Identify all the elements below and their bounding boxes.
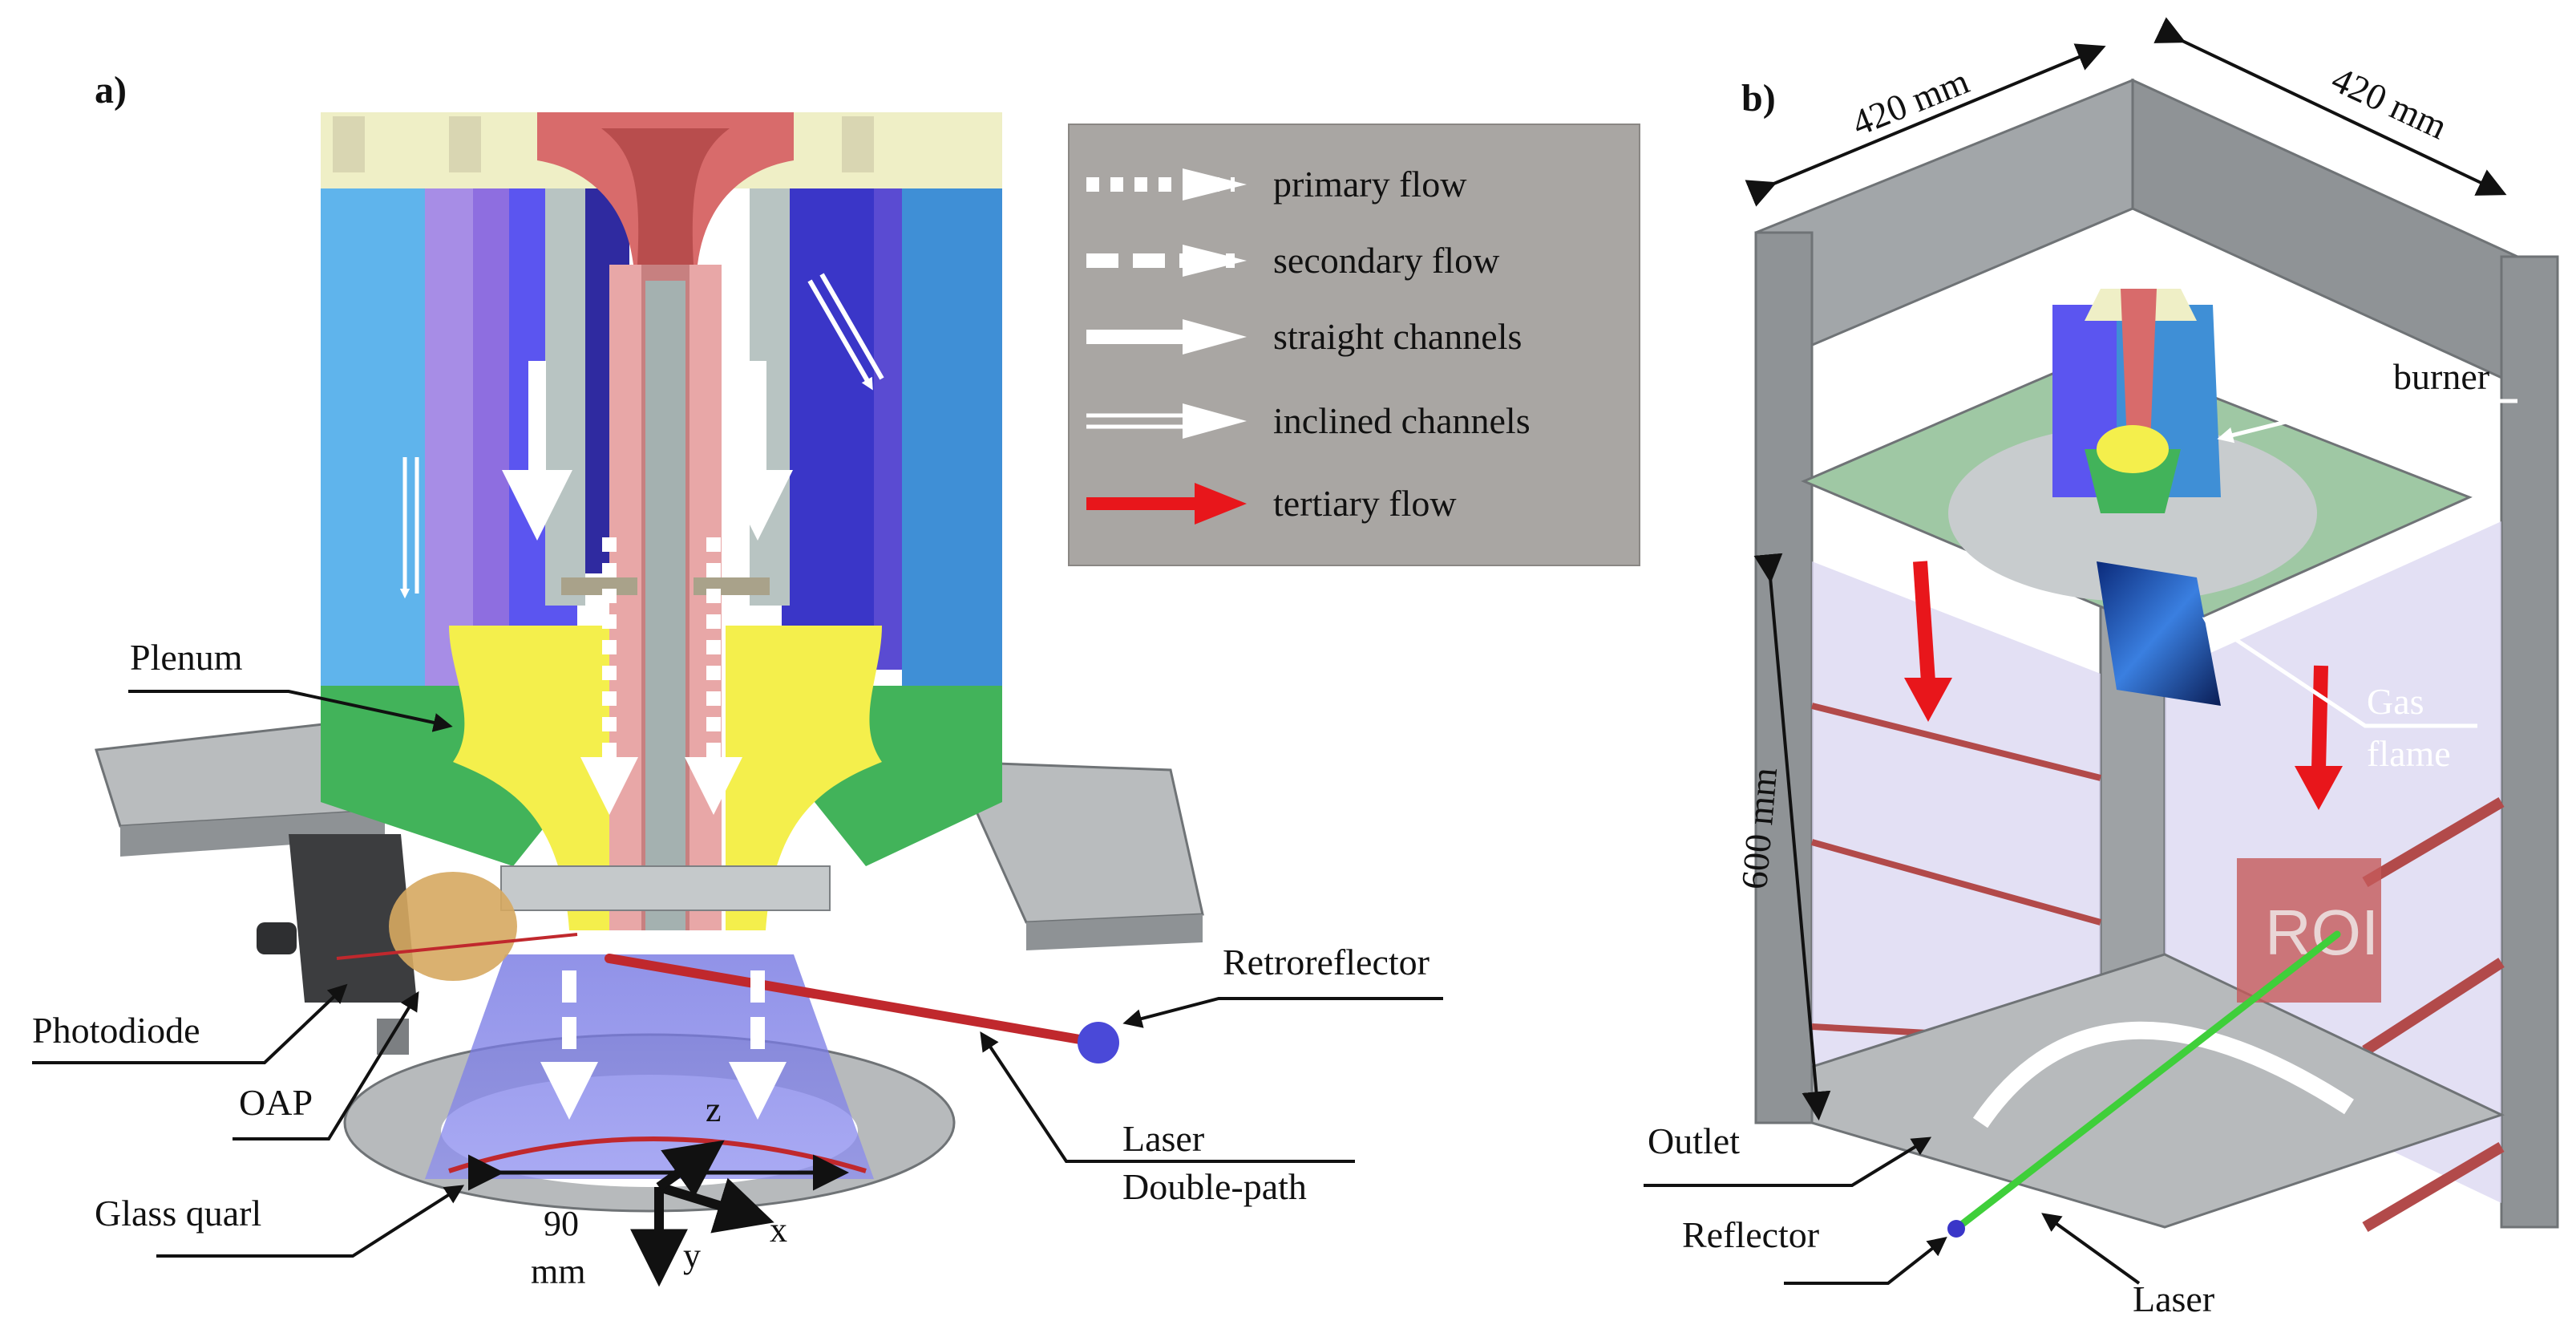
panel-b-label: b) — [1741, 77, 1776, 120]
flow-legend: primary flow secondary flow straight cha… — [1068, 124, 1640, 566]
width-left-label: 420 mm — [1846, 60, 1975, 144]
oap-label: OAP — [239, 1082, 313, 1123]
laser-beam-b — [1947, 930, 2341, 1238]
retroreflector-label: Retroreflector — [1223, 942, 1430, 982]
axis-z-label: z — [706, 1090, 722, 1129]
plenum-label: Plenum — [130, 637, 243, 678]
reflector-icon — [1947, 1220, 1965, 1238]
double-path-label: Double-path — [1122, 1166, 1307, 1207]
legend-secondary-label: secondary flow — [1273, 240, 1500, 281]
photodiode-label: Photodiode — [32, 1010, 200, 1051]
burner-mount — [1801, 289, 2473, 706]
flow-arrows — [399, 273, 884, 1120]
retroreflector-icon — [1078, 1022, 1119, 1063]
panel-a: a) — [32, 69, 1640, 1291]
panel-b-callouts: burner Gas flame Outlet Reflector Laser — [1644, 356, 2517, 1319]
axis-y-label: y — [683, 1236, 701, 1275]
legend-inclined-label: inclined channels — [1273, 400, 1531, 441]
laser-double-path — [336, 933, 1119, 1063]
legend-box — [1068, 124, 1640, 566]
legend-tertiary-label: tertiary flow — [1273, 483, 1457, 524]
panel-b: b) ROI — [1644, 17, 2559, 1319]
laser-label-a: Laser — [1122, 1118, 1204, 1159]
burner-body — [321, 112, 1002, 930]
axis-x-label: x — [770, 1210, 787, 1250]
coordinate-system: 90 mm z x y — [468, 1090, 849, 1291]
tertiary-flow-arrows — [1904, 561, 2343, 810]
flame-window — [2097, 561, 2221, 706]
laser-label-b: Laser — [2133, 1278, 2214, 1319]
burner-label: burner — [2393, 356, 2489, 397]
glass-quarl-label: Glass quarl — [95, 1193, 261, 1234]
panel-a-label: a) — [95, 69, 127, 111]
enclosure: ROI — [1754, 78, 2559, 1233]
dimension-value: 90 — [544, 1204, 579, 1243]
roi-region — [2237, 858, 2381, 1003]
side-flanges — [95, 720, 1204, 950]
legend-straight-label: straight channels — [1273, 316, 1522, 357]
outlet-label: Outlet — [1648, 1120, 1740, 1161]
axis-z-arrow — [656, 1140, 725, 1197]
width-right-label: 420 mm — [2326, 59, 2454, 148]
reflector-label: Reflector — [1682, 1214, 1819, 1255]
roi-label: ROI — [2265, 897, 2379, 968]
dimension-unit: mm — [531, 1252, 585, 1291]
flame-label: flame — [2367, 733, 2451, 774]
legend-primary-label: primary flow — [1273, 164, 1467, 205]
panel-a-callouts: Plenum Photodiode OAP Glass quarl Retror… — [32, 637, 1443, 1258]
gas-label: Gas — [2367, 681, 2424, 722]
